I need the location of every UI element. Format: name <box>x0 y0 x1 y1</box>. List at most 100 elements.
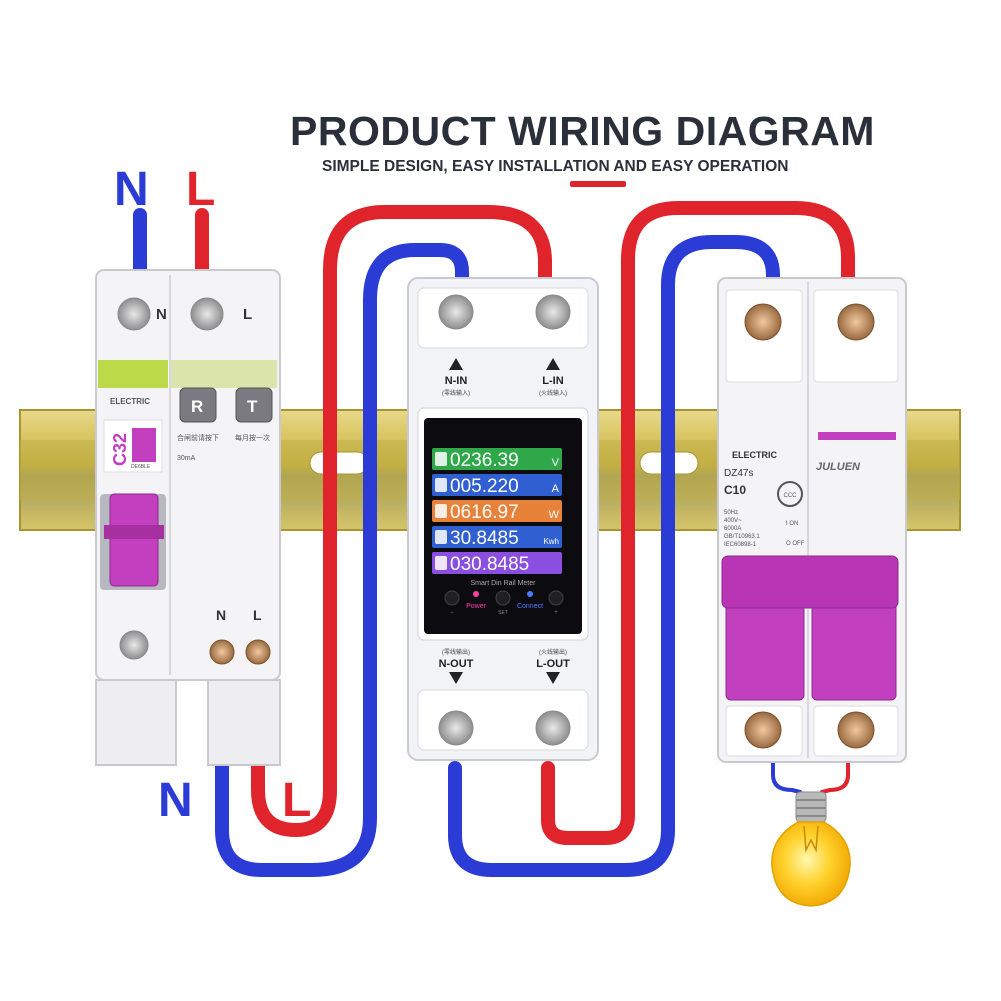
power-label: Power <box>466 603 487 610</box>
neutral-wire-rcbo-to-meter <box>215 243 469 877</box>
label-bottom-live: L <box>282 774 312 827</box>
mcb-spec-4: GB/T10963.1 <box>724 534 760 540</box>
mcb-on-label: I ON <box>786 521 798 527</box>
meter-reading-bar <box>432 500 562 522</box>
label-top-neutral: N <box>114 163 149 216</box>
terminal-screw <box>438 294 474 330</box>
load-live-wire <box>820 760 850 794</box>
n-out-label: N-OUT <box>439 658 474 670</box>
meter-reading-bar <box>432 552 562 574</box>
test-button-label: T <box>247 397 258 416</box>
live-wire-meter-to-mcb <box>541 201 855 845</box>
minus-button[interactable] <box>444 590 460 606</box>
meter-reading-bar <box>432 448 562 470</box>
label-bottom-neutral: N <box>158 774 193 827</box>
mcb-spec-2: 400V~ <box>724 518 742 524</box>
plus-button-label: + <box>554 610 558 616</box>
copper-terminal <box>209 639 235 665</box>
reset-button-label: R <box>191 397 203 416</box>
l-in-sublabel: (火线输入) <box>539 389 567 397</box>
power-icon <box>435 504 447 518</box>
meter-reading-row: 030.8485 <box>432 552 562 575</box>
shuffle-icon <box>435 478 447 492</box>
meter-reading-unit: Kwh <box>543 537 559 546</box>
rcbo-terminal-label-l: L <box>243 306 252 323</box>
terminal-screw <box>119 630 149 660</box>
rcbo-breaker <box>95 269 281 766</box>
live-wire-rcbo-to-meter <box>251 205 552 837</box>
bolt-icon <box>435 452 447 466</box>
ccc-mark-icon <box>777 481 803 507</box>
copper-terminal <box>245 639 271 665</box>
test-button[interactable] <box>235 387 273 423</box>
meter-reading-unit: V <box>552 457 560 469</box>
meter-reading-bar <box>432 474 562 496</box>
mcb-spec-5: IEC60898-1 <box>724 542 757 548</box>
rcbo-rating: 30mA <box>177 455 196 462</box>
terminal-screw <box>744 711 782 749</box>
wiring <box>133 201 855 877</box>
meter-reading-value: 005.220 <box>450 476 519 497</box>
reset-button[interactable] <box>179 387 217 423</box>
meter-reading-unit: W <box>549 509 560 521</box>
n-in-sublabel: (零线输入) <box>442 389 470 397</box>
rcbo-out-label-l: L <box>253 607 262 623</box>
set-button[interactable] <box>495 590 511 606</box>
rcbo-out-label-n: N <box>216 607 226 623</box>
terminal-screw <box>535 294 571 330</box>
connect-label: Connect <box>517 603 543 610</box>
mcb-breaker <box>717 277 907 763</box>
rcbo-badge: DE6BLE <box>131 464 151 470</box>
page-subtitle: SIMPLE DESIGN, EASY INSTALLATION AND EAS… <box>322 158 789 175</box>
connect-led <box>527 591 533 597</box>
terminal-screw <box>837 303 875 341</box>
terminal-screw <box>535 710 571 746</box>
meter-reading-value: 0616.97 <box>450 502 519 523</box>
n-in-label: N-IN <box>445 375 468 387</box>
mcb-spec-1: 50Hz <box>724 510 738 516</box>
mcb-model: DZ47s <box>724 468 753 479</box>
meter-reading-row: 005.220 A <box>432 474 562 497</box>
terminal-screw <box>744 303 782 341</box>
rcbo-brand: ELECTRIC <box>110 397 150 406</box>
mcb-spec-3: 6000A <box>724 526 741 532</box>
power-led <box>473 591 479 597</box>
light-bulb-icon <box>771 791 851 907</box>
mcb-off-label: O OFF <box>786 541 805 547</box>
meter-reading-row: 0616.97 W <box>432 500 562 523</box>
l-out-sublabel: (火线输出) <box>539 648 567 656</box>
title-accent <box>570 181 626 187</box>
terminal-screw <box>190 297 224 331</box>
energy-icon <box>435 530 447 544</box>
mcb-ccc: CCC <box>784 493 798 499</box>
l-out-label: L-OUT <box>536 658 570 670</box>
meter-reading-unit: A <box>552 483 560 495</box>
rcbo-note-left: 合闸前请按下 <box>177 433 219 442</box>
neutral-wire-meter-to-mcb <box>448 235 780 877</box>
meter-reading-row: 0236.39 V <box>432 448 562 471</box>
meter-caption: Smart Din Rail Meter <box>471 580 537 587</box>
arrow-down-icon <box>449 672 463 684</box>
mcb-brand: ELECTRIC <box>732 450 778 460</box>
mcb-logo: JULUEN <box>816 461 861 473</box>
rcbo-terminal-label-n: N <box>156 306 167 323</box>
meter-reading-value: 0236.39 <box>450 450 519 471</box>
n-out-sublabel: (零线输出) <box>442 648 470 656</box>
arrow-up-icon <box>449 358 463 370</box>
label-top-live: L <box>186 163 216 216</box>
rcbo-handle[interactable] <box>109 493 159 587</box>
plus-button[interactable] <box>548 590 564 606</box>
load-neutral-wire <box>771 760 802 794</box>
mcb-rating: C10 <box>724 483 746 497</box>
terminal-screw <box>117 297 151 331</box>
page-title: PRODUCT WIRING DIAGRAM <box>290 108 875 154</box>
arrow-up-icon <box>546 358 560 370</box>
rcbo-model: C32 <box>110 433 130 466</box>
rcbo-note-right: 每月按一次 <box>235 433 270 442</box>
meter-reading-bar <box>432 526 562 548</box>
arrow-down-icon <box>546 672 560 684</box>
l-in-label: L-IN <box>542 375 563 387</box>
